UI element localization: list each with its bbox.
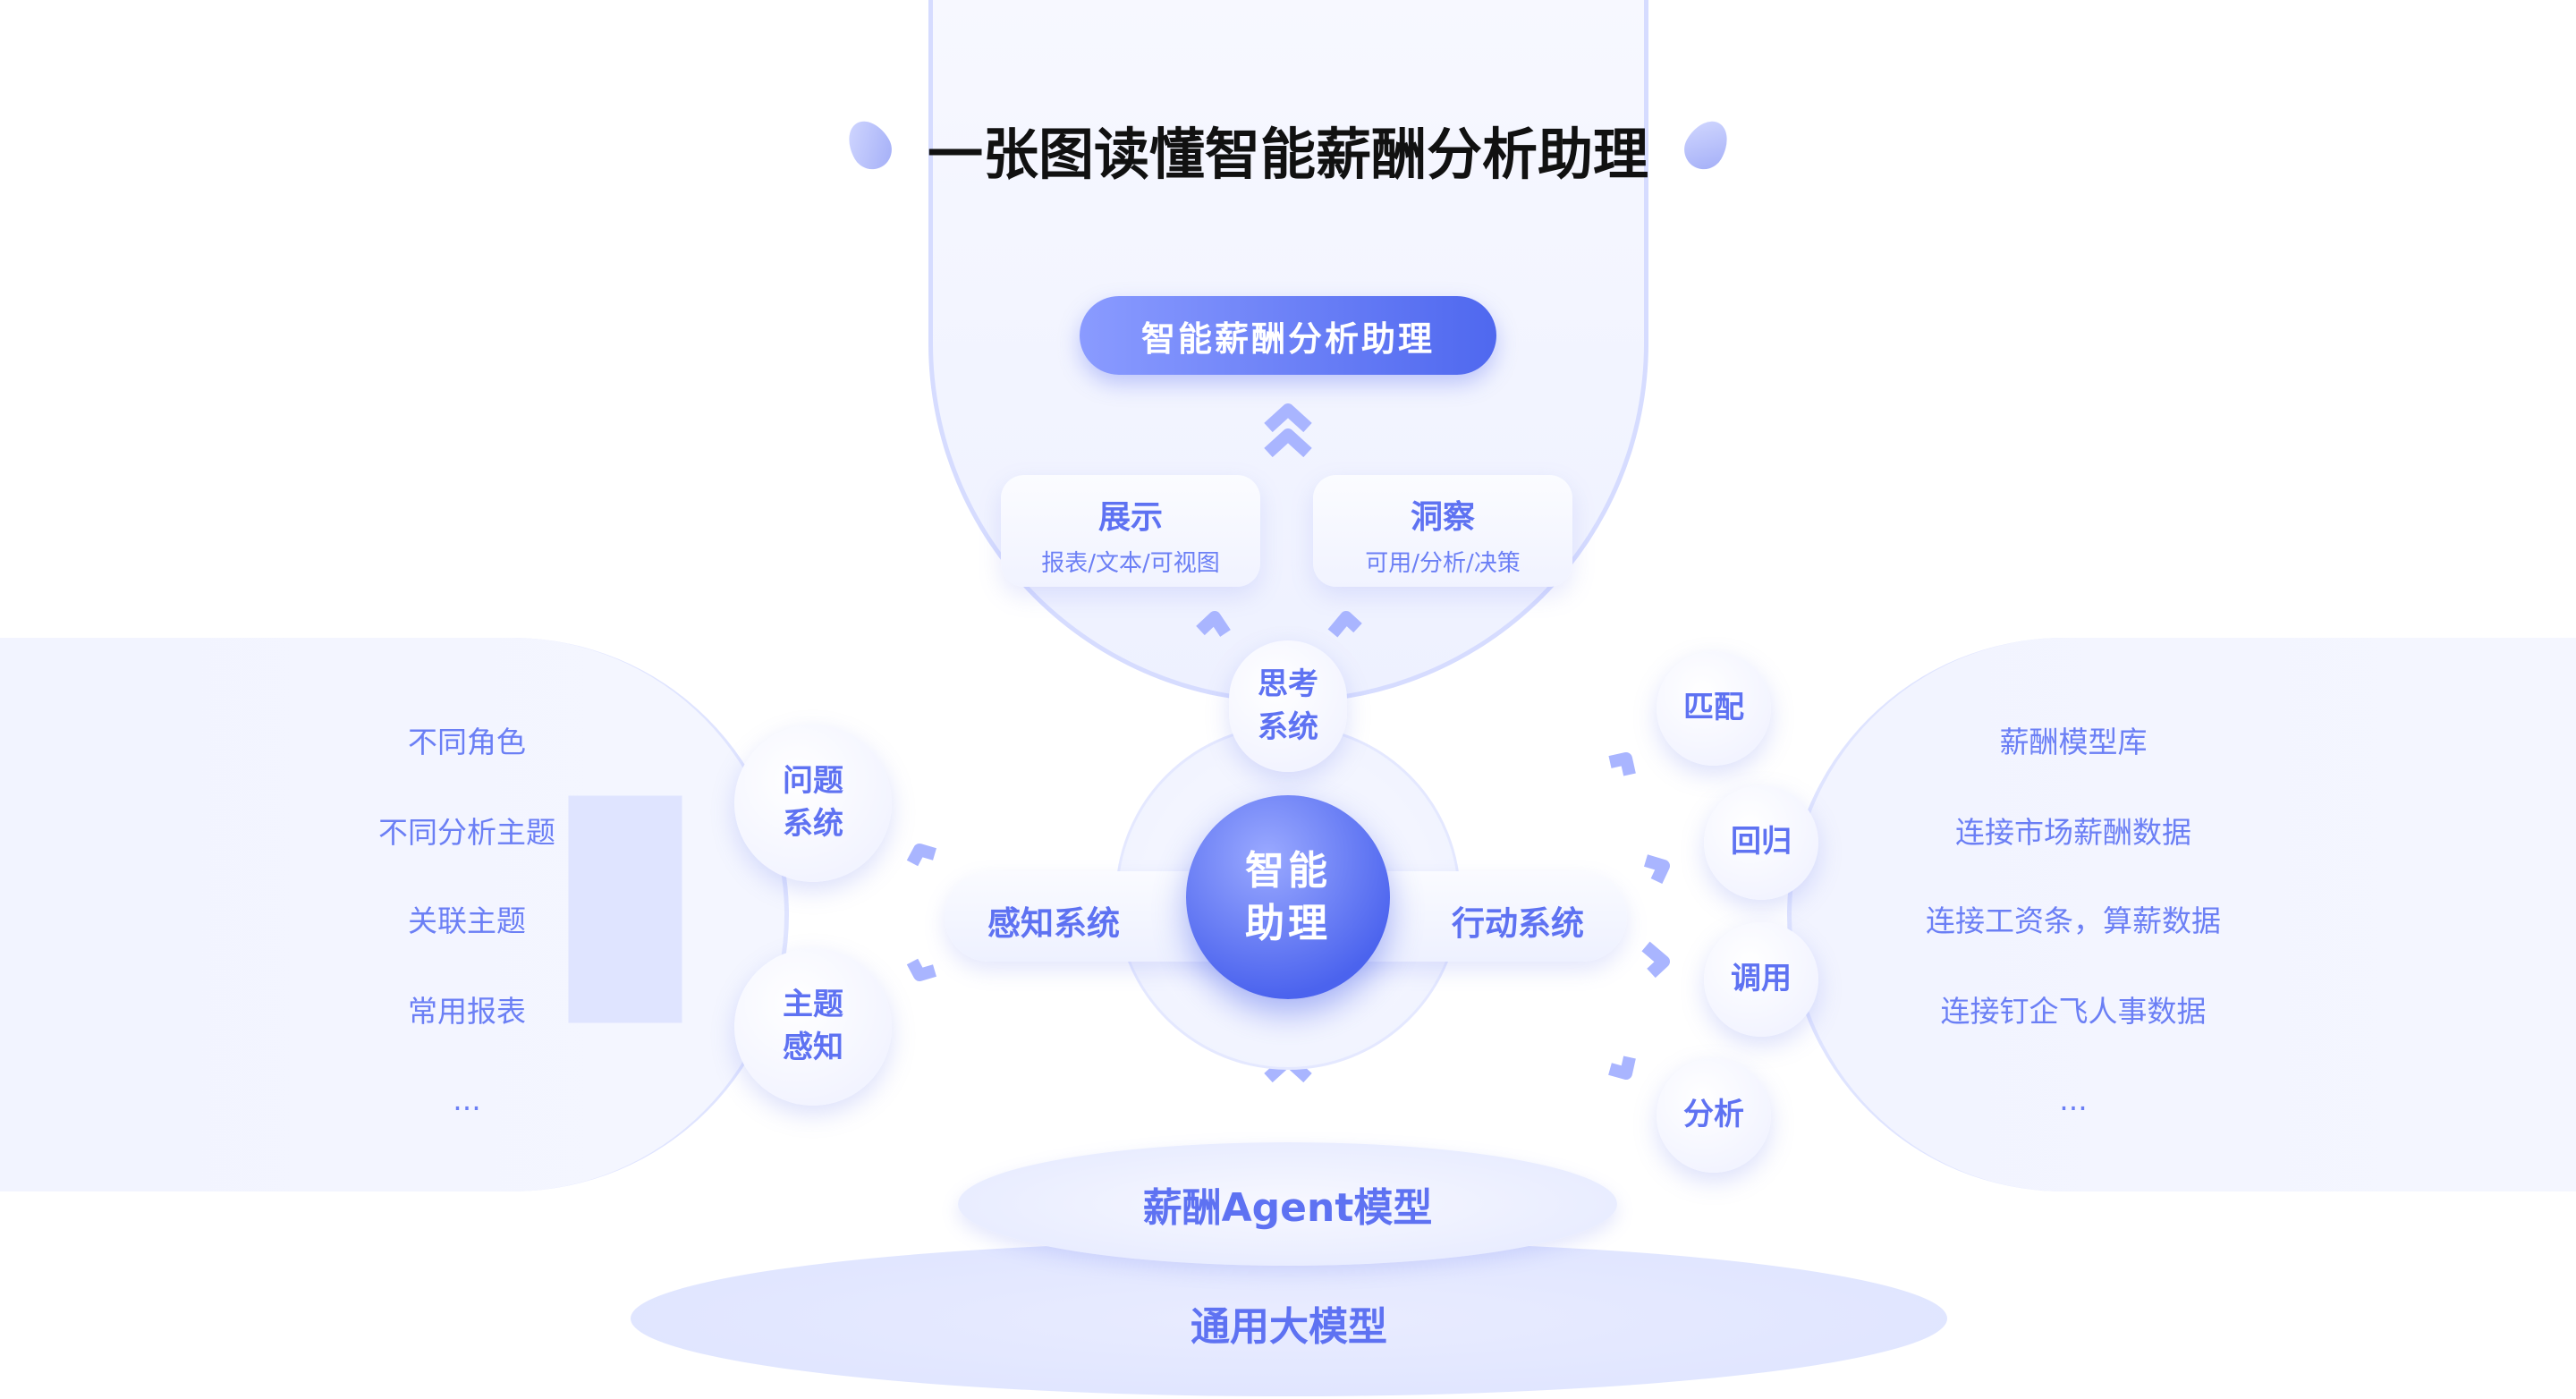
arrow-icon <box>1641 941 1670 979</box>
perception-system-label: 感知系统 <box>987 904 1120 943</box>
right-item: 连接工资条，算薪数据 <box>1926 903 2221 938</box>
right-item: 连接市场薪酬数据 <box>1955 815 2191 850</box>
label: 主题 <box>783 987 843 1023</box>
right-item: 薪酬模型库 <box>1999 725 2148 759</box>
right-panel <box>1787 638 2576 1191</box>
arrow-icon <box>906 958 936 981</box>
arrow-icon <box>1608 1056 1636 1080</box>
label: 感知 <box>783 1030 843 1065</box>
chevron-up-icon <box>1264 403 1312 433</box>
card-title: 展示 <box>1097 499 1163 536</box>
thinking-system-bubble: 思考系统 <box>1229 640 1347 772</box>
card-sub: 可用/分析/决策 <box>1365 550 1521 577</box>
left-item: ... <box>453 1082 481 1117</box>
match-bubble: 匹配 <box>1657 651 1771 766</box>
card-display: 展示 报表/文本/可视图 <box>1001 475 1260 587</box>
analysis-bubble: 分析 <box>1657 1058 1771 1173</box>
label: 智能 <box>1245 847 1331 894</box>
arrow-icon <box>1608 752 1636 776</box>
topic-perception-bubble: 主题感知 <box>734 948 892 1106</box>
arrow-icon <box>1643 854 1670 884</box>
label: 系统 <box>783 806 843 842</box>
page-title: 一张图读懂智能薪酬分析助理 <box>927 122 1648 187</box>
action-system-label: 行动系统 <box>1452 904 1584 943</box>
card-insight: 洞察 可用/分析/决策 <box>1313 475 1572 587</box>
regression-bubble: 回归 <box>1704 785 1818 900</box>
arrow-icon <box>906 844 936 867</box>
card-sub: 报表/文本/可视图 <box>1041 550 1220 577</box>
left-panel <box>0 638 789 1191</box>
assistant-pill: 智能薪酬分析助理 <box>1080 296 1496 375</box>
label: 助理 <box>1245 901 1331 946</box>
core-assistant-circle: 智能助理 <box>1186 795 1390 999</box>
label: 思考 <box>1258 666 1318 702</box>
left-item: 不同角色 <box>408 725 526 759</box>
label: 系统 <box>1258 708 1318 745</box>
general-model-platform: 通用大模型 <box>631 1241 1947 1396</box>
card-title: 洞察 <box>1410 499 1475 536</box>
arrow-icon <box>1196 611 1231 637</box>
agent-model-platform: 薪酬Agent模型 <box>958 1142 1617 1266</box>
right-item: 连接钉企飞人事数据 <box>1940 994 2207 1029</box>
left-item: 常用报表 <box>408 994 526 1029</box>
chevron-up-icon <box>1264 428 1312 458</box>
arrow-icon <box>1327 611 1362 638</box>
right-item: ... <box>2059 1082 2088 1117</box>
label: 问题 <box>783 763 843 800</box>
problem-system-bubble: 问题系统 <box>734 725 892 882</box>
left-item: 不同分析主题 <box>378 815 555 850</box>
left-item: 关联主题 <box>408 903 526 938</box>
invoke-bubble: 调用 <box>1704 922 1818 1037</box>
